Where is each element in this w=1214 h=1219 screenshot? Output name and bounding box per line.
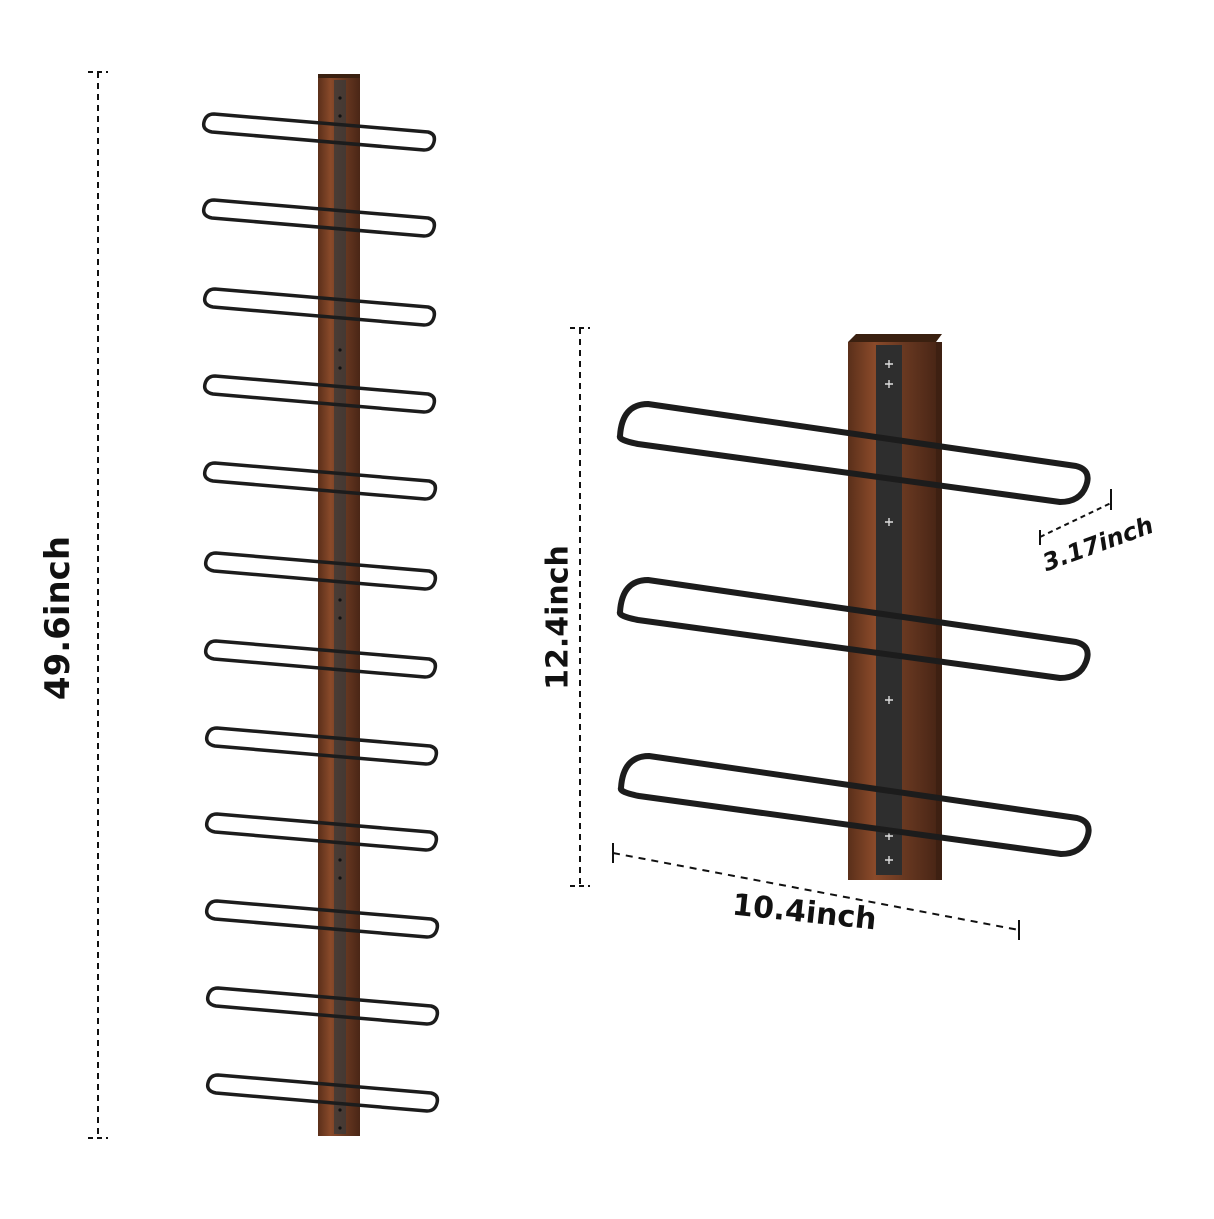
depth-dimension <box>1039 489 1112 545</box>
wire-rails <box>616 401 1092 857</box>
total-height-label: 49.6inch <box>38 535 78 701</box>
section-height-dimension <box>570 327 590 887</box>
metal-strip <box>334 80 346 1134</box>
single-section-rack <box>616 334 1092 880</box>
wire-rails <box>201 112 440 1113</box>
screw-marks <box>885 360 893 864</box>
width-dimension <box>612 843 1020 940</box>
full-rack <box>201 74 440 1136</box>
total-height-dimension <box>88 71 108 1139</box>
section-height-label: 12.4inch <box>540 545 576 690</box>
metal-strip <box>876 345 902 875</box>
